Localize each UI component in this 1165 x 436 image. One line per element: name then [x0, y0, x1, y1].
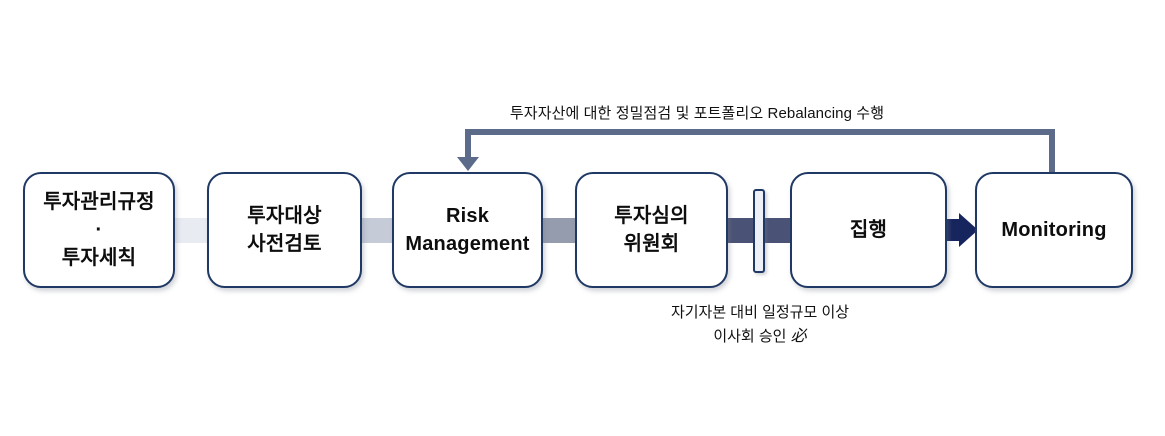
board-approval-note-line2: 이사회 승인	[713, 327, 787, 345]
flow-box-risk-management: Risk Management	[392, 172, 543, 288]
flow-box-pre-review-label: 투자대상 사전검토	[247, 205, 322, 255]
flow-box-investment-committee: 투자심의 위원회	[575, 172, 728, 288]
board-approval-required-mark: 必	[790, 327, 807, 345]
feedback-line-vertical-left	[465, 133, 471, 159]
connector-policy-prereview	[173, 218, 209, 243]
board-approval-note: 자기자본 대비 일정규모 이상 이사회 승인 必	[605, 302, 915, 349]
feedback-annotation: 투자자산에 대한 정밀점검 및 포트폴리오 Rebalancing 수행	[509, 105, 885, 122]
flow-box-monitoring: Monitoring	[975, 172, 1133, 288]
flow-box-execution: 집행	[790, 172, 947, 288]
flow-box-risk-management-label: Risk Management	[405, 205, 530, 255]
connector-prereview-risk	[360, 218, 394, 243]
flow-box-execution-label: 집행	[849, 219, 888, 241]
board-approval-gate-bar	[753, 189, 765, 273]
board-approval-note-line1: 자기자본 대비 일정규모 이상	[670, 304, 850, 321]
flow-box-investment-committee-label: 투자심의 위원회	[614, 205, 689, 255]
execution-monitoring-arrow-shaft	[945, 219, 961, 241]
feedback-line-horizontal	[465, 129, 1055, 135]
flow-box-monitoring-label: Monitoring	[1001, 219, 1107, 241]
feedback-line-vertical-right	[1049, 132, 1055, 172]
connector-risk-committee	[541, 218, 577, 243]
flow-box-pre-review: 투자대상 사전검토	[207, 172, 362, 288]
flow-box-policy-label: 투자관리규정 · 투자세칙	[43, 191, 155, 269]
execution-monitoring-arrowhead-icon	[959, 213, 978, 247]
feedback-arrowhead-icon	[457, 157, 479, 171]
flow-box-policy: 투자관리규정 · 투자세칙	[23, 172, 175, 288]
